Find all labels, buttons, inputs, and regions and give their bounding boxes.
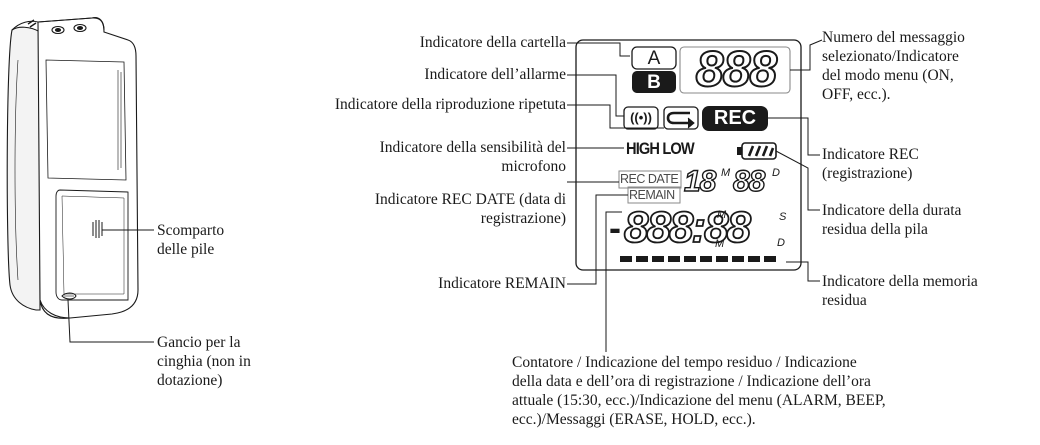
rec-date-indicator: REC DATE	[620, 172, 679, 186]
sensitivity-high: HIGH	[626, 139, 660, 158]
rec-box	[702, 106, 768, 131]
label-message-number-line2: selezionato/Indicatore	[822, 48, 959, 65]
label-counter-line3: attuale (15:30, ecc.)/Indicazione del me…	[512, 392, 886, 409]
alarm-indicator: ((•))	[630, 110, 652, 125]
counter-unit-m-top: M	[717, 209, 727, 221]
label-battery-compartment-line2: delle pile	[157, 241, 215, 258]
message-number-digits: 888	[695, 41, 778, 97]
counter-digits: 888:88	[623, 203, 752, 252]
label-alarm-indicator: Indicatore dell’allarme	[424, 66, 566, 83]
label-memory-line1: Indicatore della memoria	[822, 273, 978, 290]
label-counter-line2: della data e dell’ora di registrazione /…	[512, 373, 871, 390]
rec-date-frame	[618, 170, 682, 189]
label-message-number-line4: OFF, ecc.).	[822, 86, 891, 103]
counter-sign: -	[609, 207, 621, 248]
date-month-digits: 18	[683, 165, 717, 198]
label-rec-date-line1: Indicatore REC DATE (data di	[374, 191, 566, 208]
folder-b-indicator: B	[647, 72, 661, 93]
leader-lines	[67, 39, 823, 352]
lcd-frame	[575, 39, 802, 271]
label-rec-indicator-line2: (registrazione)	[822, 165, 913, 182]
label-battery-life-line1: Indicatore della durata	[822, 202, 962, 219]
date-day-digits: 88	[732, 165, 766, 198]
label-counter-line4: ecc.)/Messaggi (ERASE, HOLD, ecc.).	[512, 411, 756, 428]
memory-bar	[620, 256, 776, 262]
label-repeat-indicator: Indicatore della riproduzione ripetuta	[334, 96, 566, 113]
counter-unit-s: S	[779, 211, 787, 223]
label-counter-line1: Contatore / Indicazione del tempo residu…	[512, 354, 857, 371]
label-message-number-line1: Numero del messaggio	[822, 29, 965, 46]
label-sensitivity-line2: microfono	[501, 158, 566, 175]
rec-indicator: REC	[713, 107, 757, 129]
counter-unit-d: D	[777, 237, 785, 249]
label-battery-life-line2: residua della pila	[822, 221, 928, 238]
label-folder-indicator: Indicatore della cartella	[419, 34, 566, 51]
label-sensitivity-line1: Indicatore della sensibilità del	[379, 139, 566, 156]
label-strap-line2: cinghia (non in	[157, 353, 251, 370]
label-remain-indicator: Indicatore REMAIN	[438, 275, 566, 292]
folder-a-box	[631, 46, 677, 70]
folder-b-box	[632, 71, 676, 93]
label-message-number-line3: del modo menu (ON,	[822, 67, 954, 84]
date-day-unit: D	[772, 167, 780, 179]
date-month-unit: M	[721, 167, 731, 179]
remain-indicator: REMAIN	[629, 188, 675, 202]
folder-a-indicator: A	[647, 48, 661, 69]
sensitivity-low: LOW	[662, 139, 694, 158]
label-memory-line2: residua	[822, 292, 867, 309]
label-strap-line3: dotazione)	[157, 372, 223, 389]
counter-unit-m-bottom: M	[715, 238, 725, 250]
repeat-box	[663, 106, 699, 130]
alarm-box	[623, 106, 659, 130]
battery-terminal	[737, 147, 742, 155]
label-rec-date-line2: registrazione)	[480, 210, 566, 227]
label-battery-compartment-line1: Scomparto	[157, 222, 225, 239]
repeat-icon	[666, 111, 692, 125]
label-rec-indicator-line1: Indicatore REC	[822, 146, 919, 163]
label-strap-line1: Gancio per la	[157, 334, 241, 351]
